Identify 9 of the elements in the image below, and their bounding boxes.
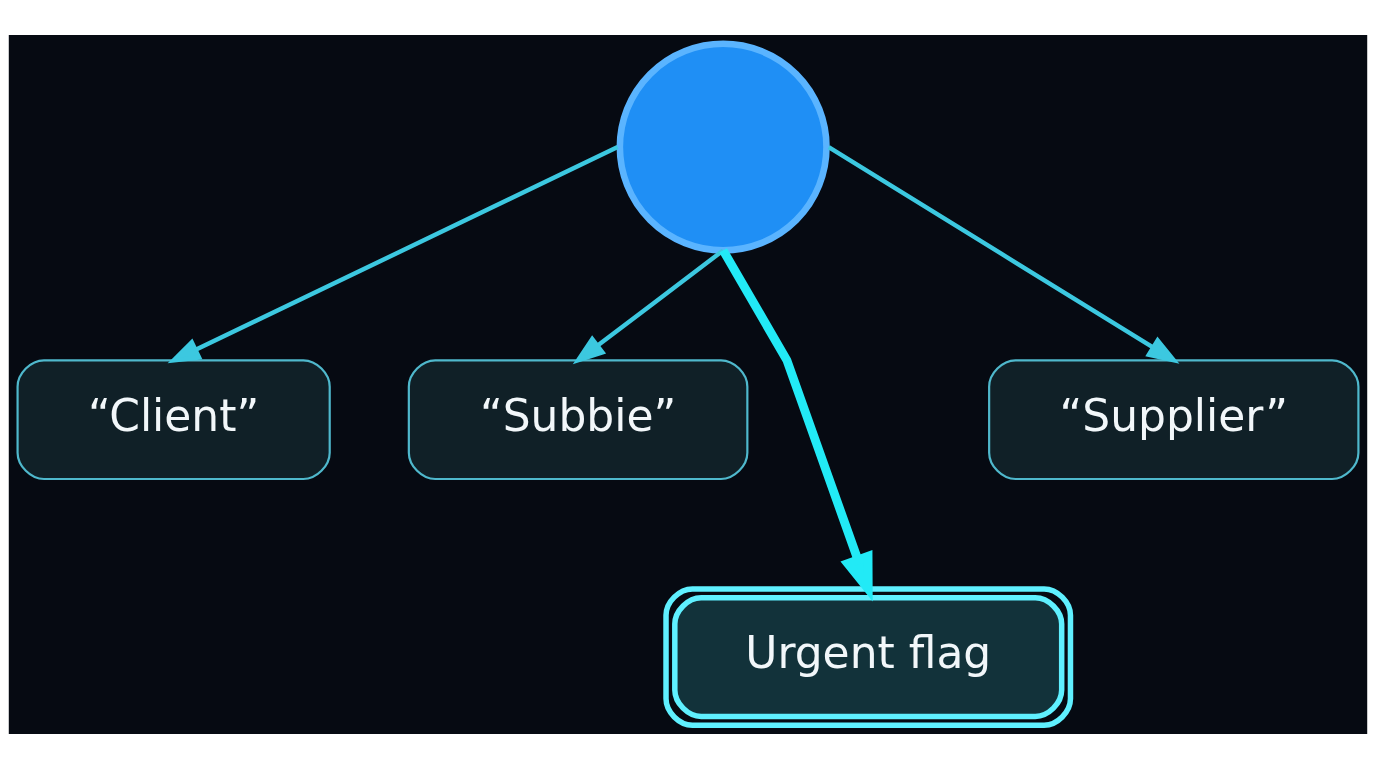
node-box: Urgent flag <box>663 585 1074 728</box>
node-circle <box>616 40 830 254</box>
arrow <box>719 247 873 601</box>
arrow <box>167 144 619 363</box>
node-box: “Supplier” <box>988 358 1360 480</box>
arrow <box>572 248 725 364</box>
arrow <box>827 144 1180 364</box>
node-box: “Client” <box>16 358 331 480</box>
node-box: “Subbie” <box>407 358 749 480</box>
